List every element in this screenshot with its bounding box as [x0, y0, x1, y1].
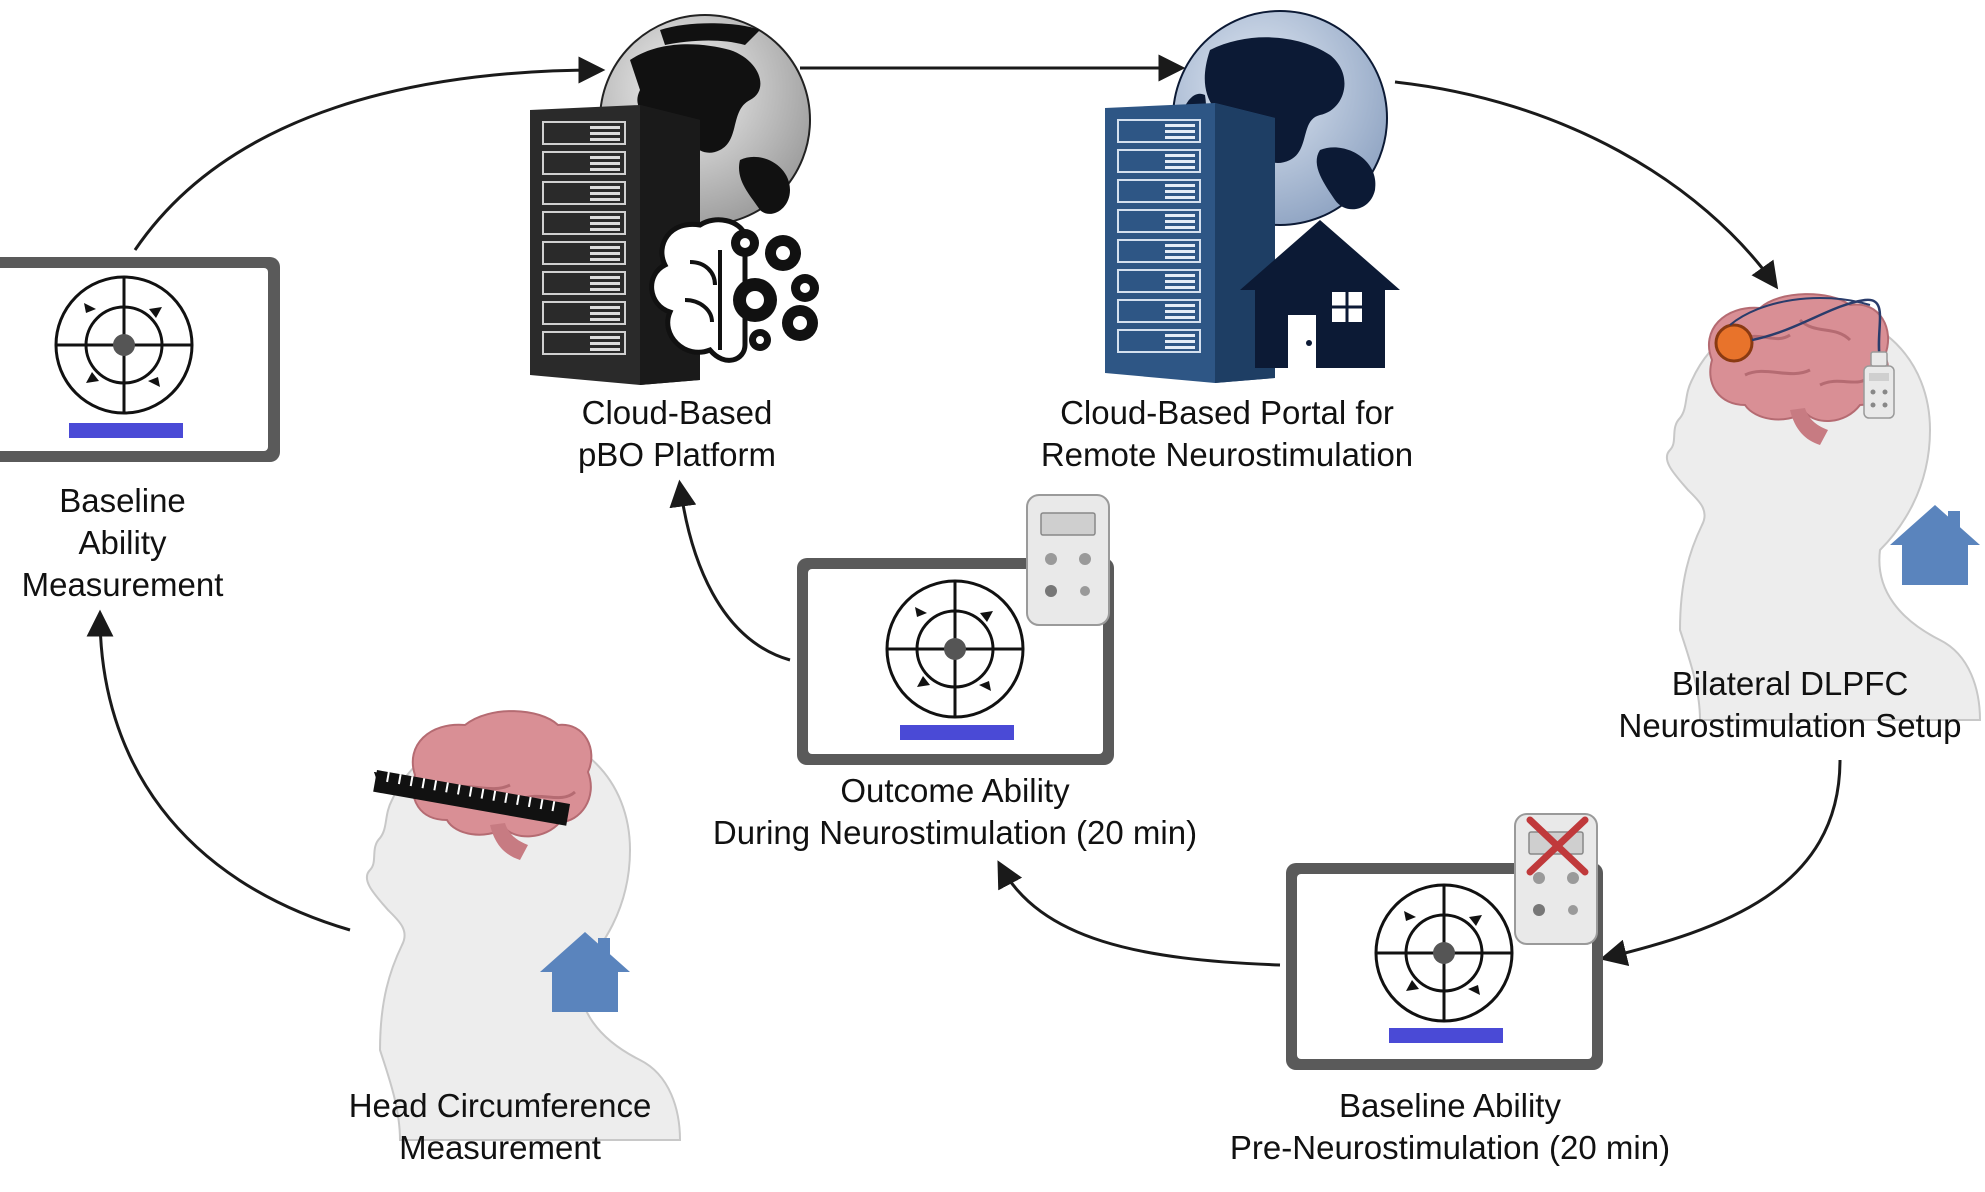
arrow-headcirc-to-baseline: [86, 609, 351, 932]
arrow-baseline-to-cloud: [133, 56, 606, 251]
label-line: Measurement: [399, 1129, 601, 1166]
arrow-portal-to-setup: [1394, 80, 1779, 290]
label-line: Outcome Ability: [840, 772, 1070, 809]
label-line: pBO Platform: [577, 436, 777, 473]
label-baseline-ability: Baseline Ability Measurement: [0, 480, 245, 606]
label-line: Baseline Ability: [1339, 1087, 1561, 1124]
brain-gears-icon: [649, 217, 819, 363]
x-mark-icon: [1526, 816, 1589, 876]
label-cloud-pbo: Cloud-Based pBO Platform: [527, 392, 827, 476]
stimulator-device-icon: [1514, 813, 1598, 945]
stimulator-device-icon: [1026, 494, 1110, 626]
arrow-outcome-to-cloud: [669, 479, 791, 662]
label-line: Ability: [78, 524, 167, 561]
label-line: Bilateral DLPFC: [1671, 665, 1909, 702]
tablet-target-icon: [0, 257, 280, 462]
label-line: Measurement: [21, 566, 224, 603]
arrow-setup-to-baseline-pre: [1599, 759, 1842, 967]
label-line: Head Circumference: [348, 1087, 652, 1124]
label-outcome-ability: Outcome Ability During Neurostimulation …: [680, 770, 1230, 854]
label-line: Cloud-Based: [581, 394, 773, 431]
stimulator-device-icon: [1863, 351, 1895, 419]
arrow-baseline-pre-to-outcome: [997, 860, 1281, 967]
label-baseline-pre: Baseline Ability Pre-Neurostimulation (2…: [1200, 1085, 1700, 1169]
label-dlpfc-setup: Bilateral DLPFC Neurostimulation Setup: [1600, 663, 1980, 747]
label-line: During Neurostimulation (20 min): [712, 814, 1198, 851]
label-line: Cloud-Based Portal for: [1060, 394, 1394, 431]
label-line: Remote Neurostimulation: [1040, 436, 1414, 473]
ruler-icon: [373, 770, 571, 826]
label-head-circumference: Head Circumference Measurement: [320, 1085, 680, 1169]
label-cloud-portal: Cloud-Based Portal for Remote Neurostimu…: [1007, 392, 1447, 476]
label-line: Pre-Neurostimulation (20 min): [1229, 1129, 1671, 1166]
label-line: Baseline: [59, 482, 186, 519]
server-icon: [1105, 103, 1275, 383]
electrode-icon: [1714, 296, 1882, 363]
label-line: Neurostimulation Setup: [1618, 707, 1962, 744]
house-icon: [1240, 220, 1400, 368]
